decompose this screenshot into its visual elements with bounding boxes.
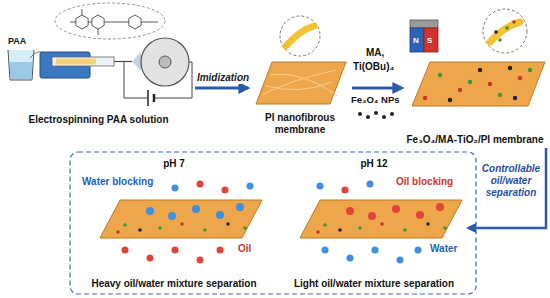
node-text: Light oil/water mixture separation — [294, 278, 454, 290]
node-text: pH 7 — [163, 158, 185, 170]
panel-frame — [70, 152, 476, 294]
process-stage: Electrospinning PAA solution — [2, 2, 195, 128]
chemical-structure — [55, 3, 165, 39]
separation-illustration — [300, 181, 462, 264]
node-text: Fe₃O₄/MA-TiO₂/PI membrane — [406, 134, 543, 146]
blocking-label: Water blocking — [82, 176, 153, 188]
electrospinning-setup — [8, 38, 192, 106]
membrane-stage: Fe₃O₄/MA-TiO₂/PI membrane — [402, 6, 548, 148]
process-arrow — [468, 148, 546, 228]
solution-label: PAA — [8, 36, 26, 46]
reagent-label: MA, — [366, 47, 384, 59]
arrow-label: Imidization — [194, 72, 252, 84]
process-arrow — [352, 87, 402, 90]
arrow-label: Controllable oil/water separation — [479, 163, 543, 199]
node-text: Electrospinning PAA solution — [29, 114, 169, 126]
node-text: pH 12 — [360, 158, 387, 170]
node-text: Heavy oil/water mixture separation — [91, 278, 256, 290]
pole-label: S — [427, 36, 432, 45]
pole-label: N — [413, 36, 419, 45]
node-text: PI nanofibrous membrane — [250, 112, 350, 136]
flow-label: Oil — [238, 243, 251, 255]
reagent-label: Fe₃O₄ NPs — [351, 95, 400, 106]
reagent-label: Ti(OBu)₄ — [353, 61, 394, 73]
blocking-label: Oil blocking — [396, 176, 453, 188]
process-arrow — [195, 87, 248, 90]
separation-illustration — [100, 181, 262, 264]
nanoparticles — [358, 111, 394, 119]
composite-membrane — [410, 9, 545, 106]
pi-membrane — [256, 16, 346, 104]
membrane-stage: PI nanofibrous membrane — [248, 20, 352, 138]
flow-label: Water — [430, 243, 457, 255]
